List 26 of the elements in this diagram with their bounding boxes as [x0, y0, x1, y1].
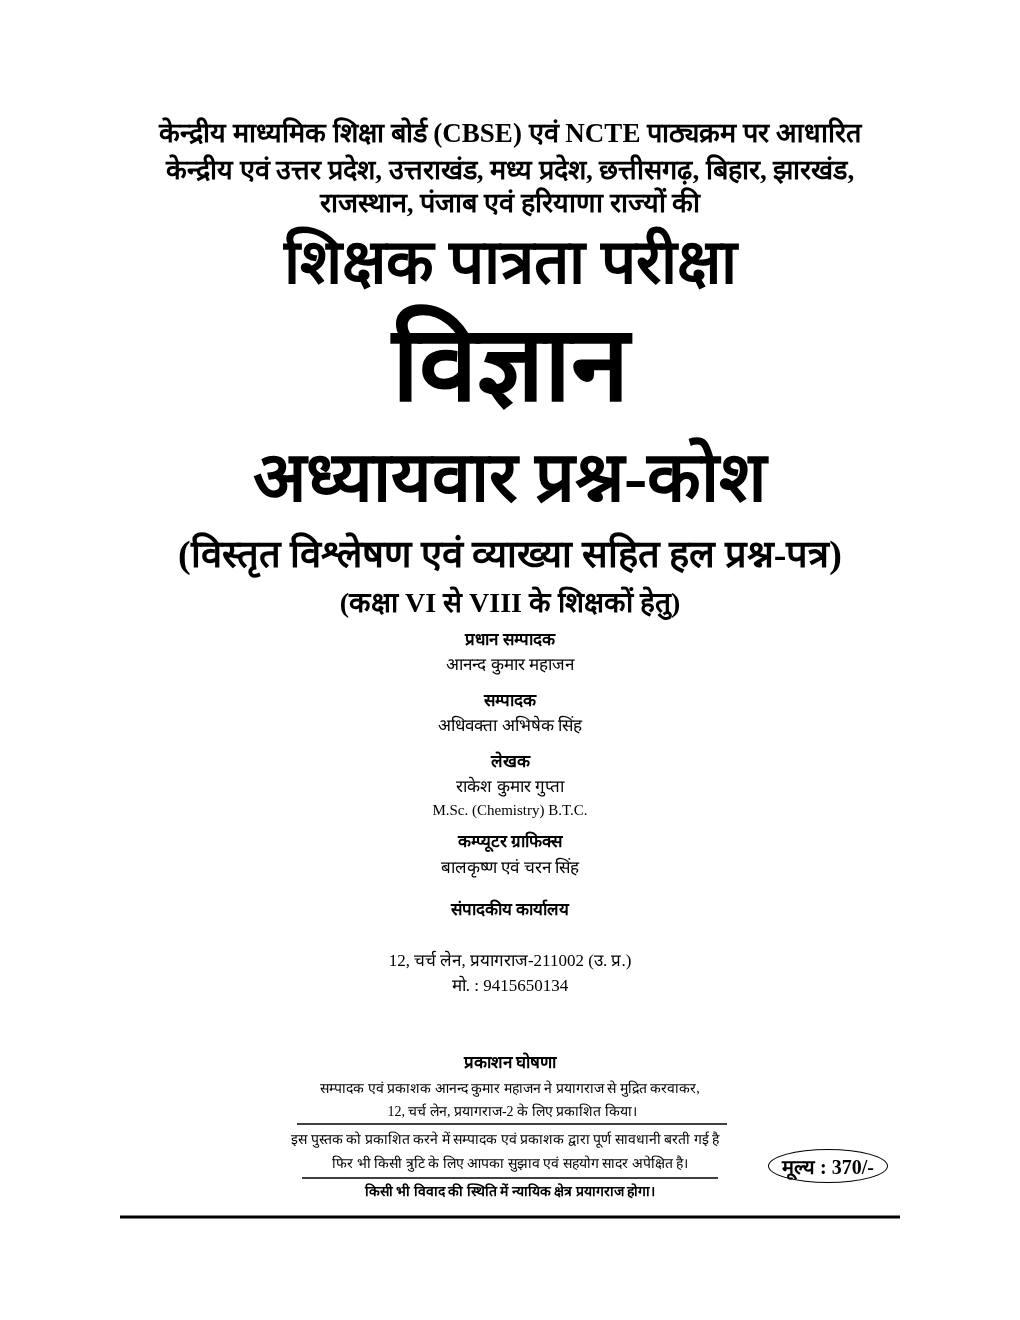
subtitle-line: राजस्थान, पंजाब एवं हरियाणा राज्यों की [319, 186, 701, 220]
book-subtitle: (विस्तृत विश्लेषण एवं व्याख्या सहित हल प्रश्न-पत्र) [178, 532, 842, 578]
role-heading: सम्पादक [484, 690, 536, 712]
subtitle-line: केन्द्रीय माध्यमिक शिक्षा बोर्ड (CBSE) एवं NCTE पाठ्यक्रम पर आधारित [159, 116, 861, 150]
declaration-text: 12, चर्च लेन, प्रयागराज-2 के लिए प्रकाशित किया। [387, 1103, 637, 1121]
book-title: अध्यायवार प्रश्न-कोश [252, 436, 768, 518]
person-name: अधिवक्ता अभिषेक सिंह [438, 715, 582, 737]
qualification-text: M.Sc. (Chemistry) B.T.C. [432, 801, 588, 819]
exam-title: शिक्षक पात्रता परीक्षा [283, 225, 737, 298]
role-heading: संपादकीय कार्यालय [450, 899, 570, 921]
role-heading: प्रकाशन घोषणा [463, 1052, 557, 1074]
declaration-text: इस पुस्तक को प्रकाशित करने में सम्पादक एवं प्रकाशक द्वारा पूर्ण सावधानी बरती गई है [291, 1131, 719, 1149]
person-name: बालकृष्ण एवं चरन सिंह [441, 857, 579, 879]
role-heading: कम्प्यूटर ग्राफिक्स [457, 831, 563, 853]
address-text: 12, चर्च लेन, प्रयागराज-211002 (उ. प्र.) [388, 950, 632, 972]
price-text: मूल्य : 370/- [782, 1154, 874, 1180]
declaration-text: सम्पादक एवं प्रकाशक आनन्द कुमार महाजन ने प्रयागराज से मुद्रित करवाकर, [320, 1080, 700, 1098]
role-heading: लेखक [490, 751, 530, 773]
person-name: राकेश कुमार गुप्ता [456, 776, 564, 798]
class-note: (कक्षा VI से VIII के शिक्षकों हेतु) [339, 586, 681, 620]
declaration-text: फिर भी किसी त्रुटि के लिए आपका सुझाव एवं सहयोग सादर अपेक्षित है। [332, 1155, 688, 1173]
phone-text: मो. : 9415650134 [451, 975, 569, 997]
person-name: आनन्द कुमार महाजन [446, 654, 574, 676]
jurisdiction-note: किसी भी विवाद की स्थिति में न्यायिक क्षेत्र प्रयागराज होगा। [364, 1183, 656, 1201]
role-heading: प्रधान सम्पादक [465, 629, 555, 651]
subtitle-line: केन्द्रीय एवं उत्तर प्रदेश, उत्तराखंड, मध्य प्रदेश, छत्तीसगढ़, बिहार, झारखंड, [165, 153, 855, 187]
